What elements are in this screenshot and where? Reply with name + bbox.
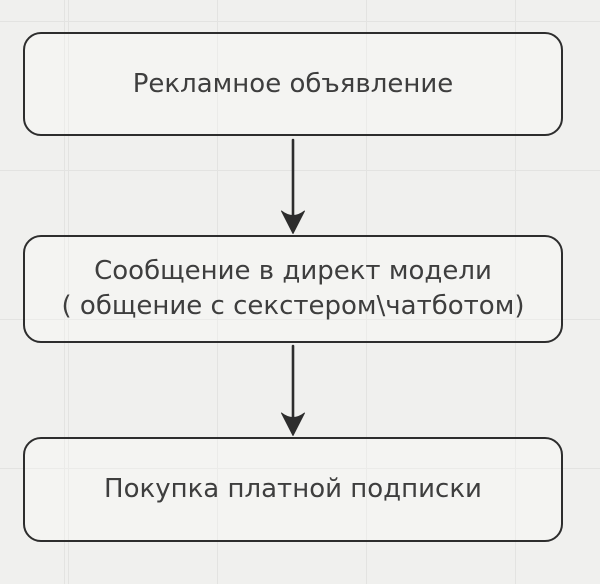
- flow-node-ad[interactable]: Рекламное объявление: [23, 32, 563, 136]
- arrowhead-down-icon: [281, 412, 305, 436]
- flow-node-ad-label: Рекламное объявление: [132, 68, 454, 99]
- arrow-ad-to-dm[interactable]: [281, 138, 305, 234]
- flow-node-subscription-purchase[interactable]: Покупка платной подписки: [23, 437, 563, 542]
- arrowhead-down-icon: [281, 210, 305, 234]
- flow-node-subscription-purchase-label: Покупка платной подписки: [104, 474, 482, 504]
- flow-node-direct-message-label: Сообщение в директ модели ( общение с се…: [61, 256, 525, 321]
- arrow-dm-to-purchase[interactable]: [281, 344, 305, 436]
- flow-node-direct-message[interactable]: Сообщение в директ модели ( общение с се…: [23, 235, 563, 343]
